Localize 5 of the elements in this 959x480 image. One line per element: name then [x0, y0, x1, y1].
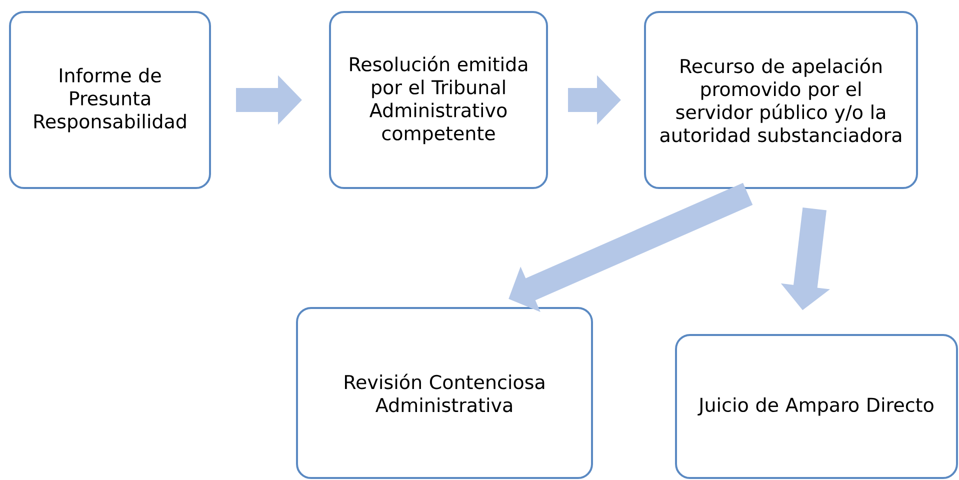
process-box: Revisión Contenciosa Administrativa	[296, 307, 593, 479]
process-box: Juicio de Amparo Directo	[675, 334, 958, 479]
process-box: Informe de Presunta Responsabilidad	[9, 11, 211, 189]
process-box: Recurso de apelación promovido por el servidor público y/o la autoridad substanciadora	[644, 11, 918, 189]
process-box: Resolución emitida por el Tribunal Administrativo competente	[329, 11, 548, 189]
